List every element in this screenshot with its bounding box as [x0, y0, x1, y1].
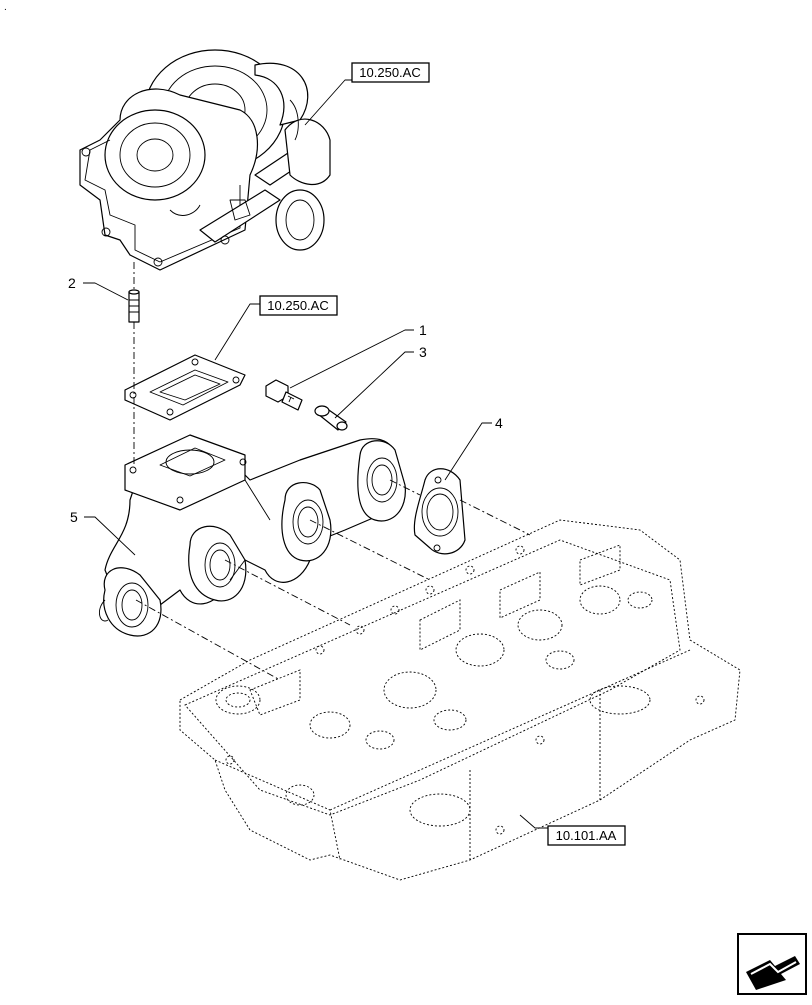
assembly-lines	[133, 262, 531, 681]
ref-box-turbo[interactable]: 10.250.AC	[351, 62, 430, 83]
ref-box-gasket[interactable]: 10.250.AC	[259, 295, 338, 316]
arrow-icon	[746, 956, 800, 990]
callout-3: 3	[419, 344, 427, 360]
turbocharger	[79, 49, 331, 271]
ref-label-head: 10.101.AA	[556, 828, 617, 843]
ref-label-gasket: 10.250.AC	[267, 298, 328, 313]
cylinder-head	[179, 519, 741, 881]
callout-1: 1	[419, 322, 427, 338]
next-page-arrow-button[interactable]	[737, 933, 807, 995]
callout-4: 4	[495, 415, 503, 431]
spacer-part-3	[314, 405, 348, 431]
exhaust-port-gasket-part-4	[413, 468, 466, 555]
callout-5: 5	[70, 509, 78, 525]
turbo-gasket	[124, 354, 246, 421]
bolt-part-1	[265, 379, 303, 411]
ref-box-head[interactable]: 10.101.AA	[547, 825, 626, 846]
exhaust-manifold-part-5	[98, 434, 406, 637]
stud-part-2	[128, 289, 140, 323]
corner-mark: .	[4, 2, 7, 13]
ref-label-turbo: 10.250.AC	[359, 65, 420, 80]
callout-2: 2	[68, 275, 76, 291]
